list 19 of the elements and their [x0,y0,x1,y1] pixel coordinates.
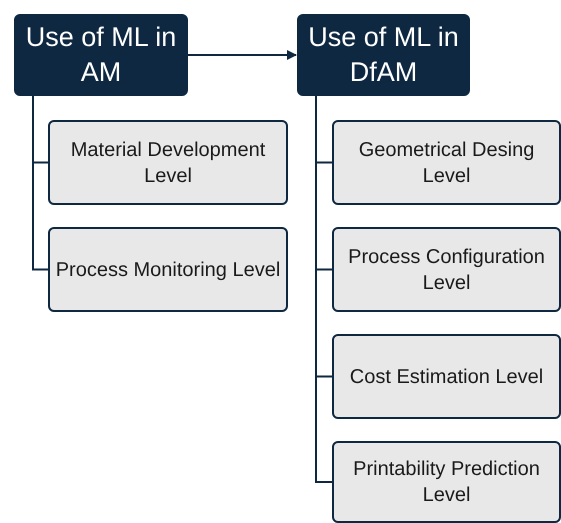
box-label: Printability Prediction Level [352,457,541,508]
level-box [332,227,561,312]
connector-line [315,96,332,483]
category-box [14,14,188,96]
level-box [332,334,561,419]
category-box [297,14,470,96]
box-label: Use of ML in DfAM [307,20,460,89]
level-box [332,441,561,523]
arrow [188,50,297,60]
level-box [332,120,561,205]
box-label: Process Monitoring Level [56,258,280,282]
box-label: Geometrical Desing Level [358,138,536,188]
level-box [48,120,288,205]
connector-line [32,96,48,270]
box-label: Process Configuration Level [347,244,546,296]
box-label: Use of ML in AM [24,20,178,89]
level-box [48,227,288,312]
box-label: Cost Estimation Level [350,364,544,390]
box-label: Material Development Level [70,138,266,188]
